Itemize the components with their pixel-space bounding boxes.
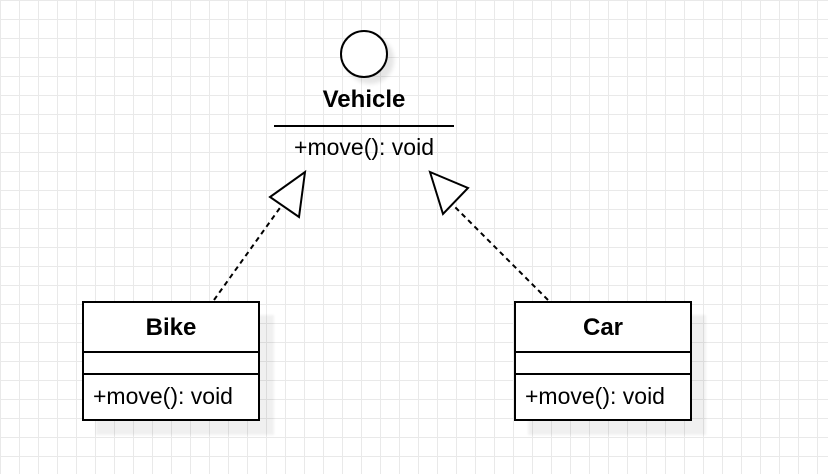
class-operation: +move(): void — [93, 383, 233, 409]
class-attributes — [84, 353, 258, 375]
class-car[interactable]: Car +move(): void — [514, 301, 692, 421]
bike-realization-line — [213, 197, 288, 301]
car-realization-line — [448, 200, 549, 301]
interface-lollipop-icon — [340, 30, 388, 78]
interface-name[interactable]: Vehicle — [322, 86, 406, 113]
car-realization-arrowhead — [428, 170, 470, 216]
class-attributes — [516, 353, 690, 375]
interface-operation[interactable]: +move(): void — [294, 134, 434, 160]
bike-realization-arrowhead — [268, 169, 307, 219]
class-operation: +move(): void — [525, 383, 665, 409]
class-name: Car — [516, 303, 690, 353]
class-name: Bike — [84, 303, 258, 353]
interface-divider — [274, 125, 454, 127]
class-bike[interactable]: Bike +move(): void — [82, 301, 260, 421]
